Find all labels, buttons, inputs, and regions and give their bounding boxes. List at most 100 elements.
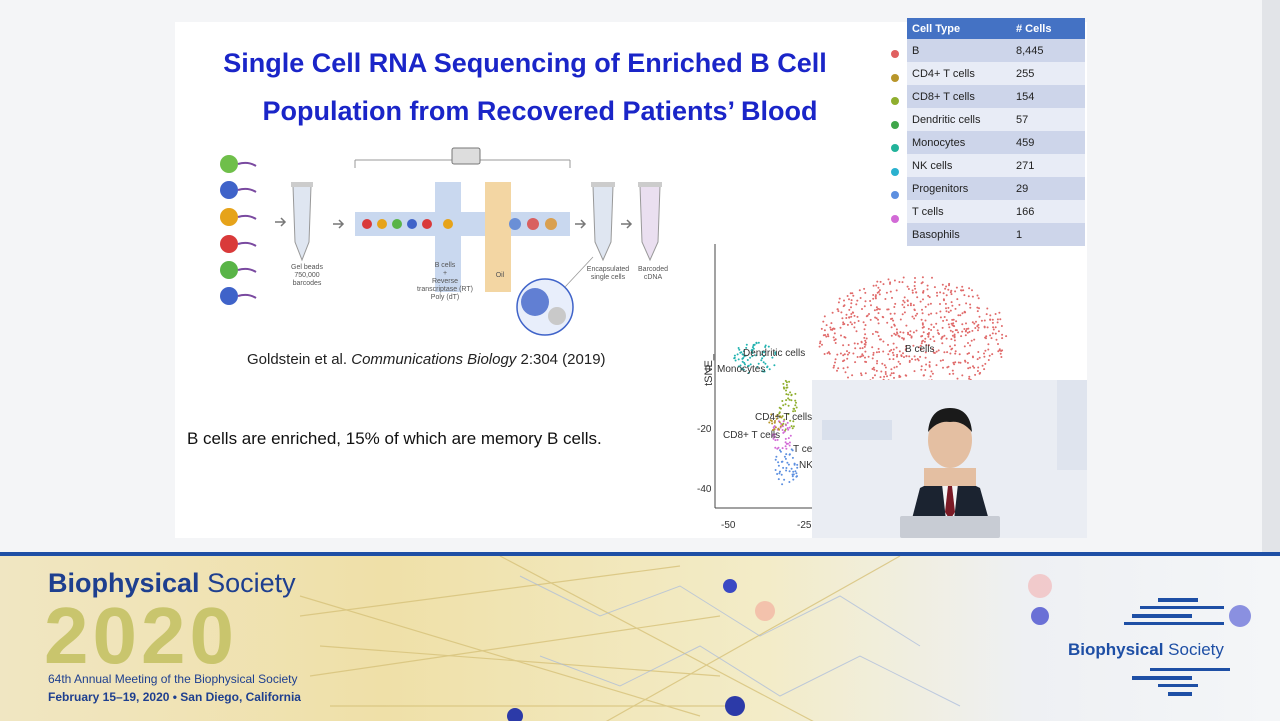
tsne-point [905,345,908,348]
tsne-point [908,359,911,362]
tsne-point [779,415,781,418]
tsne-point [842,344,845,347]
tsne-point [866,314,869,317]
tsne-point [927,327,930,330]
tsne-point [872,294,875,296]
tsne-point [878,308,881,311]
tsne-point [973,366,976,369]
tsne-point [843,353,846,356]
tsne-point [943,316,946,318]
tsne-point [792,410,795,413]
tsne-point [922,298,924,301]
tsne-point [932,351,935,354]
tsne-point [863,287,866,290]
tsne-point [928,364,931,367]
oil-label: Oil [495,272,505,279]
tsne-point [792,478,795,481]
tsne-point [980,319,983,322]
tsne-point [785,447,788,450]
tsne-point [771,433,774,436]
tsne-point [848,351,851,354]
tsne-point [944,287,947,290]
legend-dot-icon [891,144,899,152]
tsne-point [960,335,963,338]
tsne-point [781,415,784,418]
tsne-point [795,406,798,409]
tsne-point [947,365,950,368]
tsne-point [911,358,913,361]
tsne-point [958,303,961,306]
tsne-point [872,366,875,369]
tsne-point [767,345,770,348]
tsne-point [947,288,950,291]
tsne-point [927,335,930,338]
tsne-point [926,333,929,335]
tsne-point [939,359,942,362]
tsne-point [782,404,785,407]
tsne-point [1000,325,1003,327]
tsne-point [875,306,878,309]
tsne-point [795,401,797,404]
tsne-point [976,294,979,297]
tsne-point [863,345,866,348]
tsne-point [788,470,791,473]
tsne-point [959,361,962,364]
tsne-point [777,461,780,464]
tsne-point [795,472,798,475]
tsne-point [954,329,957,332]
tsne-point [796,466,799,469]
tsne-point [967,295,970,298]
tsne-point [879,338,881,341]
tsne-point [775,417,778,420]
tsne-point [784,441,787,444]
tsne-point [879,280,882,283]
tsne-point [779,449,781,452]
tsne-point [792,473,795,476]
tsne-label-monocytes: Monocytes [717,364,766,375]
tsne-point [833,364,836,367]
tsne-point [733,356,736,359]
tsne-point [989,314,992,317]
tsne-point [774,436,776,438]
tsne-point [950,293,953,296]
tsne-point [943,299,945,302]
tsne-point [781,483,784,486]
tsne-point [825,324,828,327]
tsne-point [966,331,969,334]
tsne-point [787,428,790,431]
presentation-slide: Single Cell RNA Sequencing of Enriched B… [175,18,1087,538]
tsne-point [903,296,906,299]
tsne-point [998,349,1001,352]
tsne-point [871,346,874,349]
tsne-point [984,362,987,365]
tsne-point [952,318,955,321]
tsne-point [928,361,931,364]
tsne-point [843,336,846,338]
tsne-point [874,294,877,297]
tsne-point [859,297,862,299]
tsne-point [856,299,859,302]
tsne-point [953,339,956,342]
tsne-point [783,430,786,433]
tsne-point [781,400,784,402]
tsne-point [768,368,771,371]
tsne-point [915,329,918,332]
tsne-point [785,399,788,402]
tsne-point [820,327,823,330]
tsne-point [785,467,788,469]
tsne-point [781,447,784,450]
tsne-point [839,352,842,355]
tsne-point [763,351,766,354]
tsne-point [864,372,867,375]
tsne-point [971,355,974,358]
cell-count: 459 [1011,131,1085,154]
tsne-point [786,461,789,464]
tsne-point [888,358,891,361]
tsne-point [899,362,902,365]
tsne-point [961,330,964,333]
meeting-dates: February 15–19, 2020 • San Diego, Califo… [48,690,301,704]
tsne-point [790,393,793,396]
tsne-point [883,375,886,378]
